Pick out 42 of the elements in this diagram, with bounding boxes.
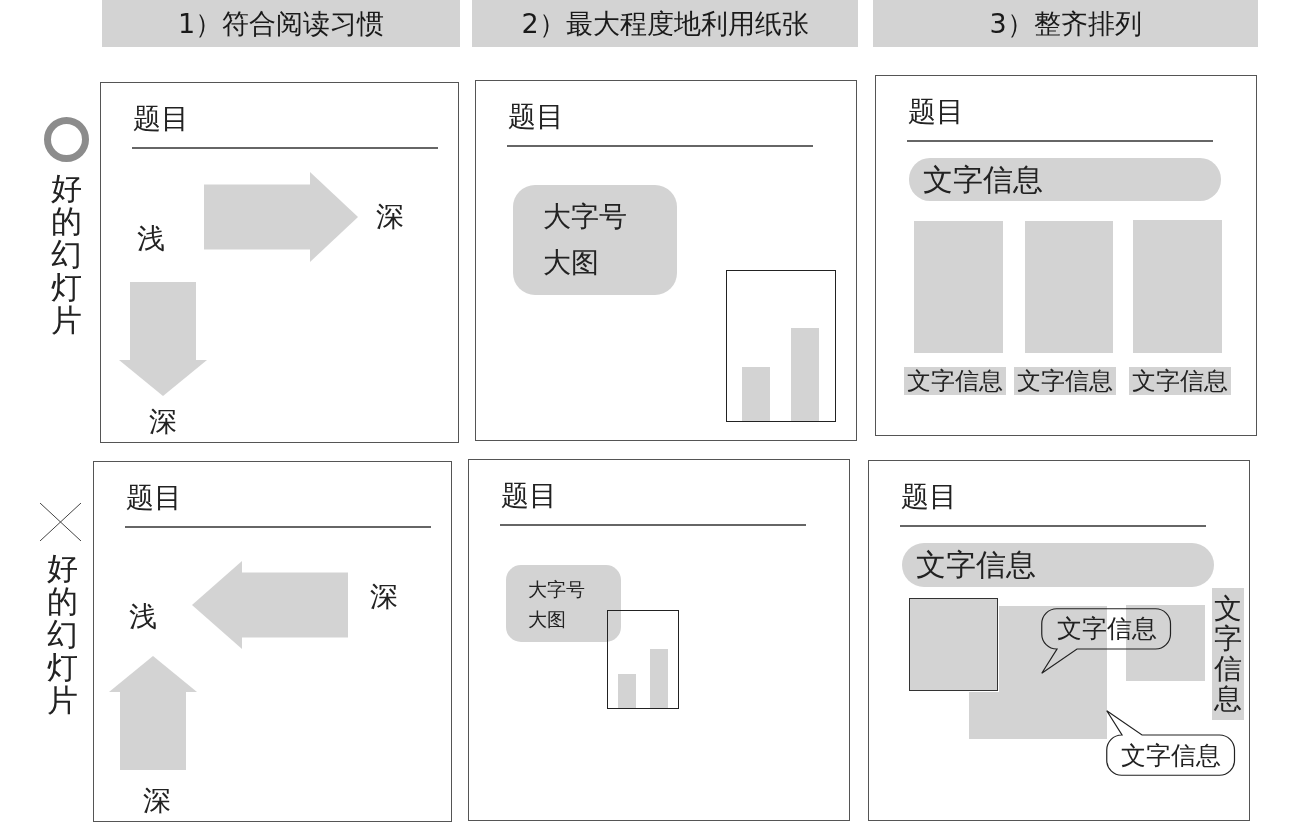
image-placeholder [1025,221,1113,353]
text-banner: 文字信息 [909,158,1221,201]
slide-frame [100,82,459,443]
rounded-panel [513,185,677,295]
slide-title: 题目 [901,481,957,513]
image-caption: 文字信息 [904,367,1006,395]
image-placeholder [914,221,1003,353]
speech-bubble: 文字信息 [1041,608,1172,674]
row-label: 好的幻灯片 [45,552,79,717]
bar-chart-drawing [607,610,679,709]
point-label: 浅 [137,224,165,254]
point-label: 深 [376,202,404,232]
column-header: 1）符合阅读习惯 [102,0,460,47]
point-label: 深 [149,407,177,437]
text-line: 大字号 [528,578,585,600]
text-line: 大字号 [543,201,627,233]
slide-title: 题目 [133,103,189,135]
slide-frame [93,461,452,822]
slide-frame [468,459,850,821]
slide-title: 题目 [508,101,564,133]
slide-title: 题目 [126,482,182,514]
slide-frame [475,80,857,441]
text-line: 大图 [528,608,566,630]
slide-frame [868,460,1250,821]
point-label: 深 [370,582,398,612]
slide-title: 题目 [908,96,964,128]
vertical-text-strip: 文字信息 [1212,588,1244,720]
rounded-panel [506,565,621,642]
bar-chart-drawing [726,270,836,422]
image-placeholder [909,598,998,691]
slide-title: 题目 [501,480,557,512]
point-label: 深 [143,786,171,816]
slide-frame [875,75,1257,436]
column-header: 3）整齐排列 [873,0,1258,47]
image-caption: 文字信息 [1014,367,1116,395]
row-label: 好的幻灯片 [49,172,83,337]
point-label: 浅 [129,602,157,632]
image-caption: 文字信息 [1129,367,1231,395]
text-line: 大图 [543,247,599,279]
image-placeholder [1133,220,1222,353]
text-banner: 文字信息 [902,543,1214,587]
column-header: 2）最大程度地利用纸张 [472,0,858,47]
